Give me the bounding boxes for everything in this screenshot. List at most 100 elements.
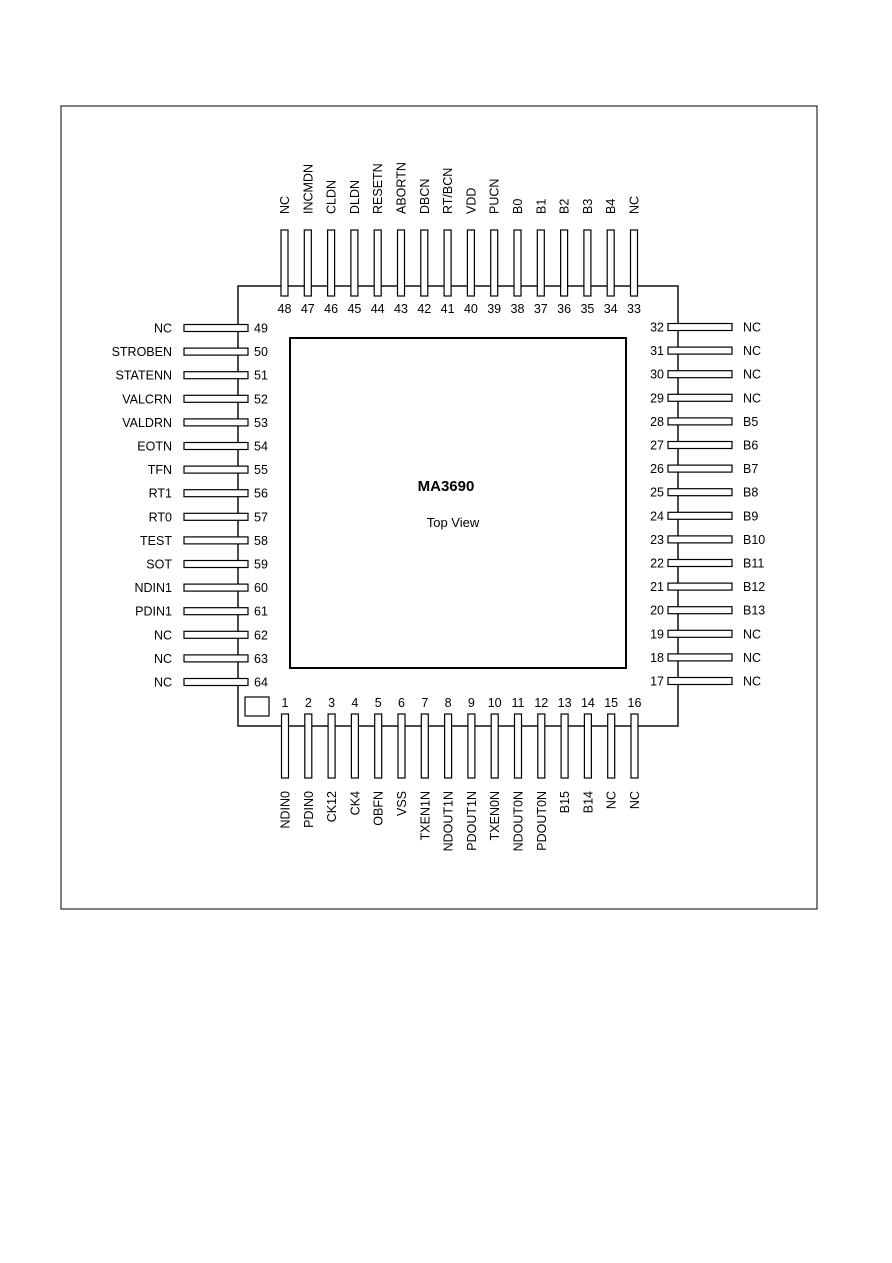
pin-lead-42 <box>420 229 429 297</box>
pin-lead-58 <box>183 536 249 545</box>
pin-lead-24 <box>667 511 733 520</box>
pin-lead-38 <box>513 229 522 297</box>
pin-label-44: RESETN <box>371 163 385 214</box>
pin-number-44: 44 <box>371 302 385 316</box>
pin-number-16: 16 <box>628 696 642 710</box>
pin-number-26: 26 <box>650 462 664 476</box>
pin-lead-18 <box>667 653 733 662</box>
pin-label-62: NC <box>154 628 172 642</box>
pin-label-29: NC <box>743 391 761 405</box>
pin-label-39: PUCN <box>488 179 502 214</box>
pin-number-2: 2 <box>305 696 312 710</box>
pin-lead-36 <box>559 229 569 297</box>
pin-label-10: TXEN0N <box>488 791 502 840</box>
pin-label-19: NC <box>743 627 761 641</box>
pin-number-7: 7 <box>421 696 428 710</box>
pin-label-17: NC <box>743 675 761 689</box>
pin-number-30: 30 <box>650 368 664 382</box>
pin-lead-33 <box>629 229 639 297</box>
pin-lead-1 <box>280 713 290 779</box>
pin-lead-29 <box>667 393 733 402</box>
pin-number-62: 62 <box>254 628 268 642</box>
pin-number-58: 58 <box>254 534 268 548</box>
pin-number-45: 45 <box>347 302 361 316</box>
pin-lead-48 <box>280 229 289 297</box>
pin-label-23: B10 <box>743 533 765 547</box>
pin-label-54: EOTN <box>137 440 172 454</box>
pin-label-25: B8 <box>743 486 758 500</box>
pin-label-38: B0 <box>511 199 525 214</box>
pin-lead-11 <box>513 713 523 779</box>
pin-label-15: NC <box>605 791 619 809</box>
pin-label-27: B6 <box>743 439 758 453</box>
pin-lead-21 <box>667 582 733 591</box>
pin-label-20: B13 <box>743 604 765 618</box>
pin-number-61: 61 <box>254 605 268 619</box>
pin-lead-6 <box>397 713 406 779</box>
pin-lead-46 <box>327 229 336 297</box>
pin-number-20: 20 <box>650 604 664 618</box>
pin-lead-47 <box>303 229 312 297</box>
pin-number-49: 49 <box>254 322 268 336</box>
pin-label-33: NC <box>628 196 642 214</box>
pin-label-40: VDD <box>464 188 478 214</box>
pin-lead-50 <box>183 347 249 356</box>
pin-lead-49 <box>183 323 249 333</box>
pin-number-5: 5 <box>375 696 382 710</box>
pin-number-47: 47 <box>301 302 315 316</box>
pin-label-18: NC <box>743 651 761 665</box>
pin-number-42: 42 <box>417 302 431 316</box>
pin-lead-25 <box>667 488 733 497</box>
pin-number-41: 41 <box>441 302 455 316</box>
pin-label-26: B7 <box>743 462 758 476</box>
pin-label-1: NDIN0 <box>279 791 293 829</box>
pin-label-35: B3 <box>581 199 595 214</box>
pin-label-34: B4 <box>604 199 618 214</box>
pin-number-64: 64 <box>254 676 268 690</box>
pin-number-52: 52 <box>254 392 268 406</box>
pin-number-36: 36 <box>557 302 571 316</box>
pin-number-15: 15 <box>604 696 618 710</box>
pin-lead-53 <box>183 418 249 427</box>
pin1-marker <box>244 696 270 717</box>
pin-number-32: 32 <box>650 321 664 335</box>
pin-label-16: NC <box>628 791 642 809</box>
pin-label-45: DLDN <box>348 180 362 214</box>
pin-label-5: OBFN <box>372 791 386 826</box>
pin-label-48: NC <box>278 196 292 214</box>
pin-lead-14 <box>583 713 593 779</box>
pin-number-1: 1 <box>282 696 289 710</box>
pin-lead-7 <box>420 713 429 779</box>
pin-label-36: B2 <box>558 199 572 214</box>
pin-lead-19 <box>667 629 733 638</box>
pin-label-56: RT1 <box>149 487 172 501</box>
pin-label-47: INCMDN <box>301 164 315 214</box>
pin-number-29: 29 <box>650 391 664 405</box>
pin-lead-17 <box>667 676 733 686</box>
pin-lead-30 <box>667 370 733 379</box>
pin-number-43: 43 <box>394 302 408 316</box>
pin-label-51: STATENN <box>116 369 172 383</box>
pin-number-35: 35 <box>580 302 594 316</box>
pin-number-3: 3 <box>328 696 335 710</box>
pin-lead-56 <box>183 489 249 498</box>
pin-label-31: NC <box>743 344 761 358</box>
pin-number-8: 8 <box>445 696 452 710</box>
pin-label-52: VALCRN <box>122 392 172 406</box>
pin-lead-63 <box>183 654 249 663</box>
pin-lead-35 <box>583 229 592 297</box>
pin-label-46: CLDN <box>325 180 339 214</box>
pin-label-49: NC <box>154 322 172 336</box>
pin-label-4: CK4 <box>348 791 362 815</box>
pin-label-64: NC <box>154 676 172 690</box>
pin-number-48: 48 <box>278 302 292 316</box>
pin-number-56: 56 <box>254 487 268 501</box>
pin-lead-40 <box>466 229 475 297</box>
pin-number-50: 50 <box>254 345 268 359</box>
pin-number-51: 51 <box>254 369 268 383</box>
pin-label-28: B5 <box>743 415 758 429</box>
pin-lead-2 <box>304 713 313 779</box>
pin-lead-62 <box>183 630 249 639</box>
chip-name: MA3690 <box>418 478 475 495</box>
